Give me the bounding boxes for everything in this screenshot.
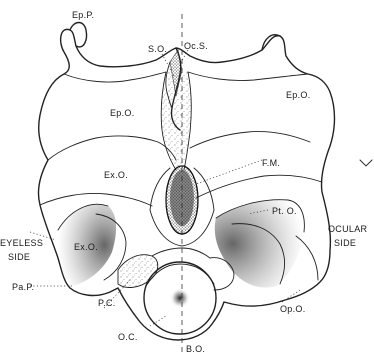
label-ocular-1: OCULAR xyxy=(328,224,368,234)
upper-left-inner-contour xyxy=(64,72,166,82)
label-o-c: O.C. xyxy=(118,332,138,342)
label-ocular-2: SIDE xyxy=(334,238,356,248)
label-p-c: P.C. xyxy=(98,298,116,308)
leader-f-m xyxy=(196,160,262,184)
label-ep-o-right: Ep.O. xyxy=(286,90,311,100)
label-b-o: B.O. xyxy=(186,344,205,354)
small-mark-right xyxy=(360,160,372,166)
upper-right-inner-contour xyxy=(188,72,308,81)
label-pt-o: Pt. O. xyxy=(272,206,297,216)
label-ex-o-lower: Ex.O. xyxy=(74,242,98,252)
condyle-bridge xyxy=(152,248,210,258)
label-eyeless-1: EYELESS xyxy=(0,238,43,248)
label-op-o: Op.O. xyxy=(280,304,306,314)
label-oc-s: Oc.S. xyxy=(184,41,208,51)
epiotic-exoccipital-boundary-left xyxy=(48,136,176,160)
epiotic-exoccipital-boundary-right xyxy=(190,131,310,148)
label-ep-p: Ep.P. xyxy=(72,10,94,20)
label-ex-o-upper: Ex.O. xyxy=(104,170,128,180)
label-f-m: F.M. xyxy=(262,158,280,168)
label-eyeless-2: SIDE xyxy=(8,252,30,262)
label-ep-o-left: Ep.O. xyxy=(110,108,135,118)
epiotic-process-outline xyxy=(70,23,87,47)
label-s-o: S.O. xyxy=(148,44,167,54)
prootic-condyle-stipple xyxy=(118,255,158,288)
pterotic-boundary xyxy=(196,175,322,198)
basioccipital-center-shade xyxy=(170,288,190,308)
label-pa-p: Pa.P. xyxy=(12,282,34,292)
